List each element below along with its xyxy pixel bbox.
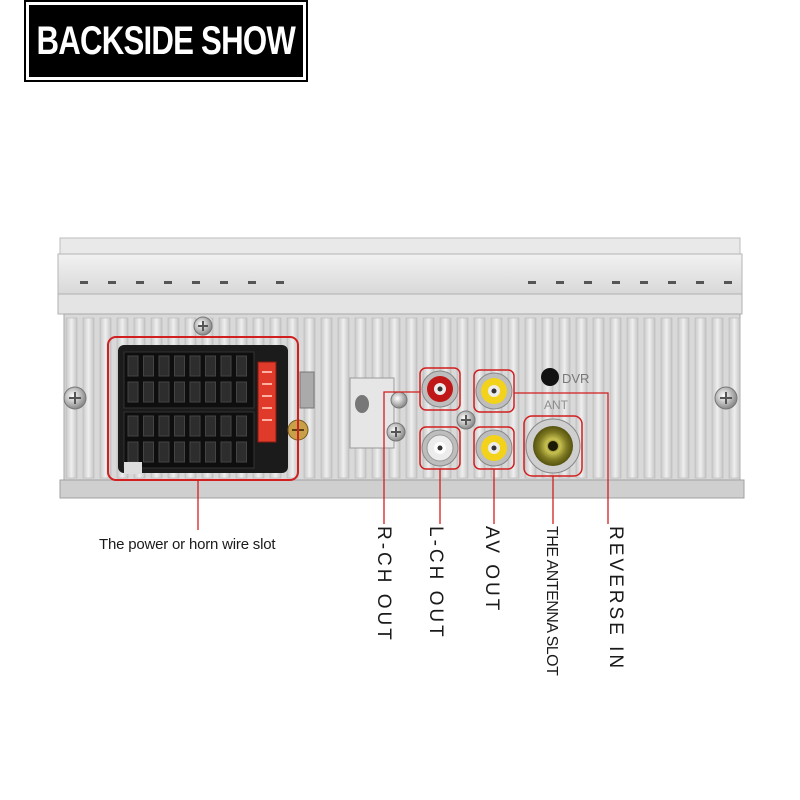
connector-pin bbox=[189, 355, 201, 377]
heatsink-fin bbox=[337, 317, 350, 479]
chassis-top bbox=[57, 237, 743, 315]
reverse-in-leader bbox=[514, 392, 609, 524]
reverse-in-callout: REVERSE IN bbox=[605, 526, 626, 672]
vent-slot bbox=[640, 281, 648, 284]
connector-pin bbox=[236, 381, 247, 403]
vent-slot bbox=[696, 281, 704, 284]
dvr-port: DVR bbox=[541, 368, 589, 386]
rca-yellow-top-highlight bbox=[473, 369, 515, 413]
av-out-callout: AV OUT bbox=[481, 526, 502, 614]
connector-pin bbox=[174, 415, 185, 437]
connector-top-screw bbox=[193, 316, 213, 336]
connector-pin bbox=[174, 355, 185, 377]
antenna-slot-callout: THE ANTENNA SLOT bbox=[543, 526, 560, 676]
vent-slot bbox=[724, 281, 732, 284]
heatsink-fin bbox=[99, 317, 112, 479]
connector-pin bbox=[158, 441, 170, 463]
middle-section bbox=[299, 371, 476, 449]
vent-slot bbox=[80, 281, 88, 284]
connector-pin bbox=[143, 355, 154, 377]
connector-pin bbox=[174, 381, 185, 403]
heatsink-fin bbox=[626, 317, 639, 479]
power-slot-callout: The power or horn wire slot bbox=[99, 536, 276, 553]
connector-pin bbox=[158, 355, 170, 377]
heatsink-fin bbox=[558, 317, 571, 479]
vent-slot bbox=[584, 281, 592, 284]
connector-pin bbox=[220, 355, 232, 377]
vent-slot bbox=[108, 281, 116, 284]
heatsink-fin bbox=[524, 317, 537, 479]
rca-yellow-top-jack bbox=[475, 372, 513, 410]
connector-pin bbox=[158, 381, 170, 403]
connector-pin bbox=[205, 355, 216, 377]
vent-slot bbox=[276, 281, 284, 284]
connector-pin bbox=[236, 415, 247, 437]
heatsink-fin bbox=[456, 317, 469, 479]
dvr-label: DVR bbox=[562, 371, 589, 386]
connector-pin bbox=[143, 441, 154, 463]
connector-pin bbox=[127, 381, 139, 403]
backside-show-banner: BACKSIDE SHOW bbox=[24, 0, 308, 82]
callout-lines bbox=[197, 391, 609, 530]
connector-pin bbox=[205, 441, 216, 463]
connector-pin bbox=[158, 415, 170, 437]
vent-slot bbox=[556, 281, 564, 284]
vent-slot bbox=[528, 281, 536, 284]
vent-slot bbox=[136, 281, 144, 284]
connector-pin bbox=[127, 355, 139, 377]
r-ch-out-callout: R-CH OUT bbox=[373, 526, 394, 643]
rca-r-highlight bbox=[419, 367, 461, 411]
connector-pin bbox=[174, 441, 185, 463]
connector-pin bbox=[189, 441, 201, 463]
heatsink-fin bbox=[660, 317, 673, 479]
connector-pin bbox=[220, 415, 232, 437]
connector-pin bbox=[220, 381, 232, 403]
heatsink-fin bbox=[677, 317, 690, 479]
heatsink-fin bbox=[405, 317, 418, 479]
banner-text: BACKSIDE SHOW bbox=[36, 18, 296, 63]
connector-pin bbox=[236, 355, 247, 377]
vent-slot bbox=[220, 281, 228, 284]
connector-pin bbox=[220, 441, 232, 463]
heatsink-fin bbox=[643, 317, 656, 479]
heatsink-fin bbox=[694, 317, 707, 479]
heatsink-fin bbox=[592, 317, 605, 479]
heatsink-fin bbox=[575, 317, 588, 479]
connector-pin bbox=[205, 415, 216, 437]
connector-pin bbox=[143, 415, 154, 437]
connector-pin bbox=[189, 415, 201, 437]
right-mount-screw bbox=[714, 386, 738, 410]
connector-pin bbox=[189, 381, 201, 403]
vent-slot bbox=[248, 281, 256, 284]
ant-label: ANT bbox=[544, 398, 569, 412]
heatsink-fin bbox=[609, 317, 622, 479]
l-ch-out-callout: L-CH OUT bbox=[425, 526, 446, 640]
connector-pin bbox=[205, 381, 216, 403]
rca-l-out-jack bbox=[421, 429, 459, 467]
vent-slot bbox=[612, 281, 620, 284]
iso-power-connector bbox=[118, 345, 288, 474]
heatsink-fin bbox=[541, 317, 554, 479]
connector-pin bbox=[127, 441, 139, 463]
antenna-socket bbox=[525, 418, 581, 474]
vent-slot bbox=[668, 281, 676, 284]
rca-r-out-jack bbox=[421, 370, 459, 408]
heatsink-fin bbox=[320, 317, 333, 479]
connector-pin bbox=[236, 441, 247, 463]
connector-pin bbox=[143, 381, 154, 403]
rca-av-out-jack bbox=[475, 429, 513, 467]
connector-pin bbox=[127, 415, 139, 437]
vent-slot bbox=[164, 281, 172, 284]
power-slot-highlight bbox=[107, 336, 299, 481]
left-mount-screw bbox=[63, 386, 87, 410]
vent-slot bbox=[192, 281, 200, 284]
r-ch-leader bbox=[383, 391, 420, 524]
